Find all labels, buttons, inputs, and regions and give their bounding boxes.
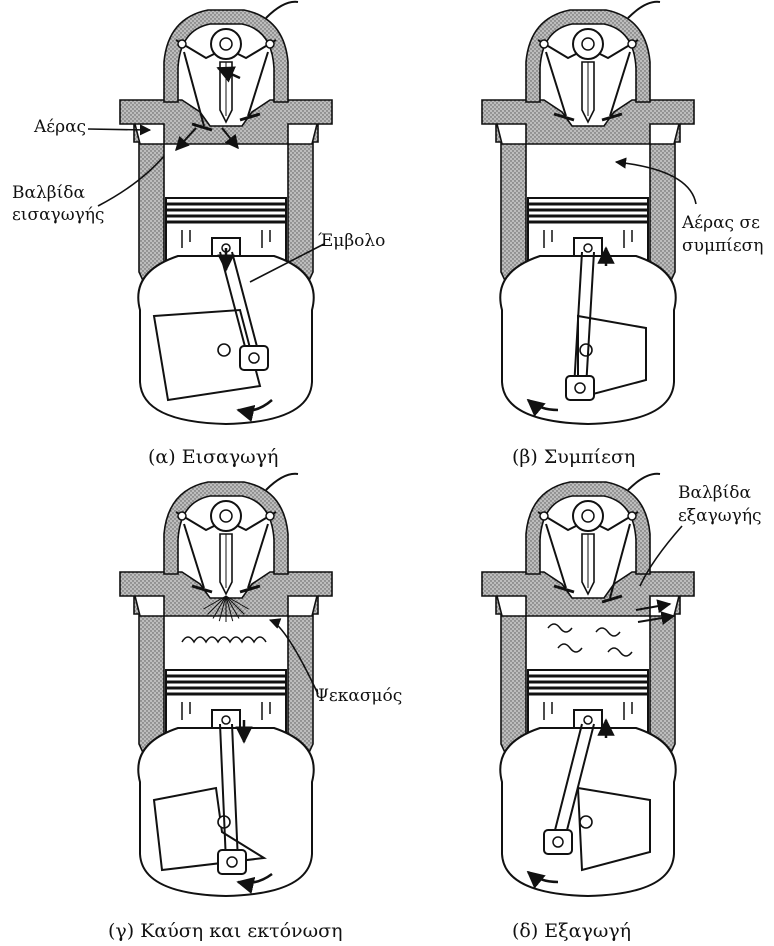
engine-panel-a (120, 2, 332, 424)
label-piston: Έμβολο (318, 232, 385, 251)
caption-d: (δ) Εξαγωγή (512, 920, 631, 942)
caption-c: (γ) Καύση και εκτόνωση (108, 920, 342, 942)
label-exhaust-valve-2: εξαγωγής (678, 507, 762, 526)
exhaust-gas-swirls (548, 624, 632, 656)
camshaft (573, 29, 603, 59)
engine-panel-b (482, 2, 694, 424)
caption-a: (α) Εισαγωγή (148, 446, 278, 468)
rocker-pivot-right (266, 40, 274, 48)
caption-b: (β) Συμπίεση (512, 446, 635, 468)
crank-pin (553, 837, 563, 847)
wrist-pin (222, 716, 230, 724)
label-air: Αέρας (34, 118, 86, 137)
engine-panel-c (120, 474, 332, 896)
label-compressed-air-2: συμπίεση (682, 237, 763, 256)
wrist-pin (584, 716, 592, 724)
camshaft (211, 501, 241, 531)
fuel-line (266, 2, 298, 18)
crank-pin (227, 857, 237, 867)
crankshaft-main (218, 344, 230, 356)
label-intake-valve-1: Βαλβίδα (12, 184, 85, 203)
rocker-pivot-left (540, 40, 548, 48)
crank-pin (575, 383, 585, 393)
fuel-line (628, 474, 660, 490)
rocker-pivot-left (178, 512, 186, 520)
crankshaft-main (580, 816, 592, 828)
fuel-line (266, 474, 298, 490)
crankshaft-main (580, 344, 592, 356)
engine-panel-d (482, 474, 694, 896)
rocker-pivot-left (178, 40, 186, 48)
label-exhaust-valve-1: Βαλβίδα (678, 484, 751, 503)
label-intake-valve-2: εισαγωγής (12, 206, 104, 225)
wrist-pin (584, 244, 592, 252)
rocker-pivot-left (540, 512, 548, 520)
rocker-pivot-right (628, 512, 636, 520)
crank-pin (249, 353, 259, 363)
label-injection: Ψεκασμός (314, 687, 402, 706)
label-compressed-air-1: Αέρας σε (682, 214, 760, 233)
rocker-pivot-right (266, 512, 274, 520)
camshaft (211, 29, 241, 59)
camshaft (573, 501, 603, 531)
leader-air (88, 129, 150, 130)
rocker-pivot-right (628, 40, 636, 48)
fuel-line (628, 2, 660, 18)
combustion-cloud (182, 637, 266, 642)
